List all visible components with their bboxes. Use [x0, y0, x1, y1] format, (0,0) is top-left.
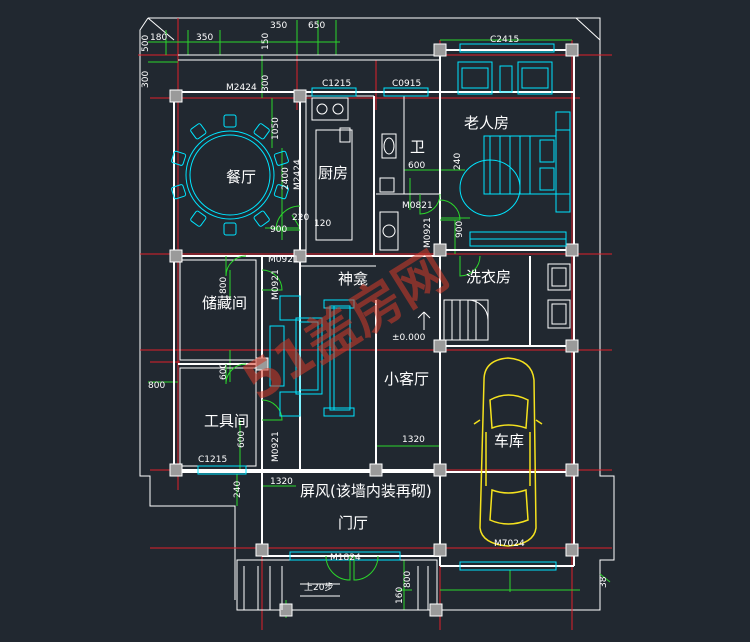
dining-chair	[223, 114, 237, 128]
label-kitchen: 厨房	[318, 164, 348, 182]
roof-outline	[139, 17, 615, 611]
columns	[169, 43, 579, 617]
dining-table	[171, 114, 289, 236]
dining-chair	[253, 210, 270, 227]
sofa-set	[269, 295, 355, 417]
dim-steps: 上20步	[304, 582, 333, 593]
label-storage: 储藏间	[202, 294, 247, 312]
label-shrine: 神龛	[338, 270, 368, 288]
dim-600: 600	[408, 161, 425, 171]
dim-300a: 300	[141, 71, 151, 88]
entry-steps	[243, 566, 429, 610]
dim-900b: 900	[455, 221, 465, 238]
label-elder-room: 老人房	[464, 114, 509, 132]
dim-240: 240	[453, 153, 463, 170]
dining-chair	[190, 210, 207, 227]
code-m0921-c: M0921	[423, 217, 433, 248]
code-m7024: M7024	[494, 539, 525, 549]
code-m1824: M1824	[330, 553, 361, 563]
dim-1320a: 1320	[402, 435, 425, 445]
label-laundry: 洗衣房	[466, 268, 511, 286]
dim-240b: 240	[233, 481, 243, 498]
dim-2400: 2400	[281, 167, 291, 190]
code-c0915: C0915	[392, 79, 421, 89]
dimension-labels: 180 350 350 650 500 150 300 300 1050 240…	[141, 21, 609, 604]
dim-900: 900	[270, 225, 287, 235]
code-m0821: M0821	[402, 201, 433, 211]
code-m0921-a: M0921	[268, 255, 299, 265]
windows	[197, 43, 557, 571]
code-m2424-side: M2424	[293, 159, 303, 190]
dining-chair	[273, 150, 289, 166]
room-labels: 餐厅 厨房 卫 老人房 神龛 洗衣房 储藏间 小客厅 工具间 车库 屏风(该墙内…	[202, 114, 524, 532]
dim-650: 650	[308, 21, 325, 31]
code-m2424-top: M2424	[226, 83, 257, 93]
label-bath: 卫	[410, 138, 425, 156]
car	[473, 357, 543, 547]
label-screen: 屏风(该墙内装再砌)	[300, 482, 432, 500]
dim-220: 220	[292, 213, 309, 223]
dim-300b: 300	[261, 75, 271, 92]
doors	[225, 193, 481, 581]
label-small-living: 小客厅	[384, 370, 429, 388]
laundry-fixtures	[547, 263, 571, 329]
kitchen-fixtures	[311, 97, 353, 241]
dining-chair	[171, 150, 187, 166]
dining-chair	[190, 123, 207, 140]
label-dining: 餐厅	[226, 168, 256, 186]
dim-800c: 800	[403, 571, 413, 588]
bedroom-furniture	[457, 61, 571, 247]
label-garage: 车库	[494, 432, 524, 450]
dim-350b: 350	[270, 21, 287, 31]
dim-800a: 800	[219, 277, 229, 294]
code-m0921-b: M0921	[271, 269, 281, 300]
dining-chair	[171, 184, 187, 200]
label-foyer: 门厅	[338, 514, 368, 532]
dim-1320b: 1320	[270, 477, 293, 487]
walls	[173, 49, 575, 567]
label-elevation: ±0.000	[392, 333, 426, 343]
code-c2415: C2415	[490, 35, 519, 45]
dim-350: 350	[196, 33, 213, 43]
label-tools: 工具间	[204, 412, 249, 430]
dim-150: 150	[261, 33, 271, 50]
code-m0921-d: M0921	[271, 431, 281, 462]
dim-160: 160	[395, 587, 405, 604]
dim-1050: 1050	[271, 117, 281, 140]
partitions	[178, 54, 440, 611]
dim-600c: 600	[237, 431, 247, 448]
dim-38: 38	[599, 576, 609, 588]
dining-chair	[273, 184, 289, 200]
stairs	[417, 299, 489, 341]
dim-600b: 600	[219, 363, 229, 380]
opening-codes: M2424 C1215 C0915 C2415 C1215 M1824 M702…	[198, 35, 525, 563]
code-c1215-bottom: C1215	[198, 455, 227, 465]
dim-120: 120	[314, 219, 331, 229]
dim-800b: 800	[148, 381, 165, 391]
dim-500: 500	[141, 35, 151, 52]
dim-180: 180	[150, 33, 167, 43]
code-c1215-top: C1215	[322, 79, 351, 89]
dining-chair	[223, 222, 237, 236]
bath-fixtures	[379, 133, 399, 251]
dining-chair	[253, 123, 270, 140]
